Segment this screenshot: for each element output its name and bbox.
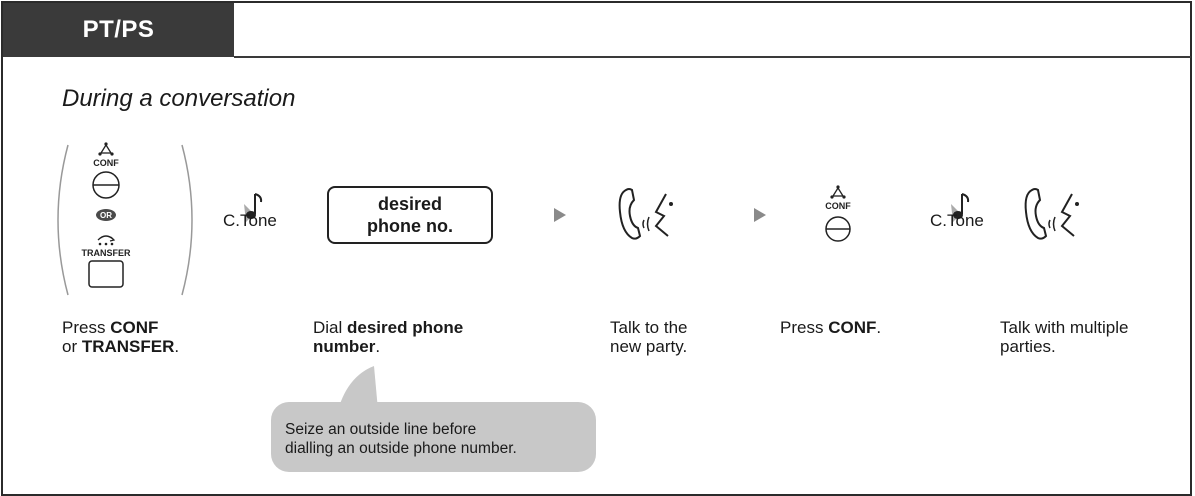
or-label: OR [100, 211, 112, 220]
conf-key-icon: CONF [92, 142, 120, 199]
flow-arrow-1 [554, 208, 566, 222]
confirmation-tone-label-2: C.Tone [930, 211, 984, 230]
right-bracket [181, 144, 193, 296]
talk-handset-icon [618, 188, 673, 240]
or-badge-icon: OR [96, 209, 116, 221]
note-bubble-pointer [338, 366, 378, 410]
conf-key-icon-2: CONF [825, 185, 851, 242]
condition-subtitle: During a conversation [62, 85, 296, 112]
left-bracket [57, 144, 69, 296]
talk-handset-icon-2 [1024, 188, 1079, 240]
confirmation-tone-label: C.Tone [223, 211, 277, 230]
device-tab: PT/PS [3, 3, 234, 57]
conf-key-label-2: CONF [825, 201, 851, 211]
step1-description: Press CONF or TRANSFER. [62, 318, 180, 356]
dial-box-line2: phone no. [367, 216, 453, 236]
conf-key-label: CONF [93, 158, 119, 168]
key-choice-group: CONF OR TRANSFER [57, 142, 193, 296]
flow-arrow-2 [754, 208, 766, 222]
device-tab-label: PT/PS [82, 16, 155, 43]
transfer-key-label: TRANSFER [82, 248, 131, 258]
step2-description: Dial desired phone number. [313, 318, 464, 356]
step4-description: Press CONF. [780, 318, 882, 337]
dial-box-line1: desired [377, 194, 443, 214]
confirmation-tone-icon-2 [951, 193, 970, 222]
transfer-key-icon: TRANSFER [82, 235, 131, 288]
confirmation-tone-icon [244, 193, 263, 222]
dial-number-box: desired phone no. [327, 186, 493, 244]
header-divider [234, 56, 1191, 58]
